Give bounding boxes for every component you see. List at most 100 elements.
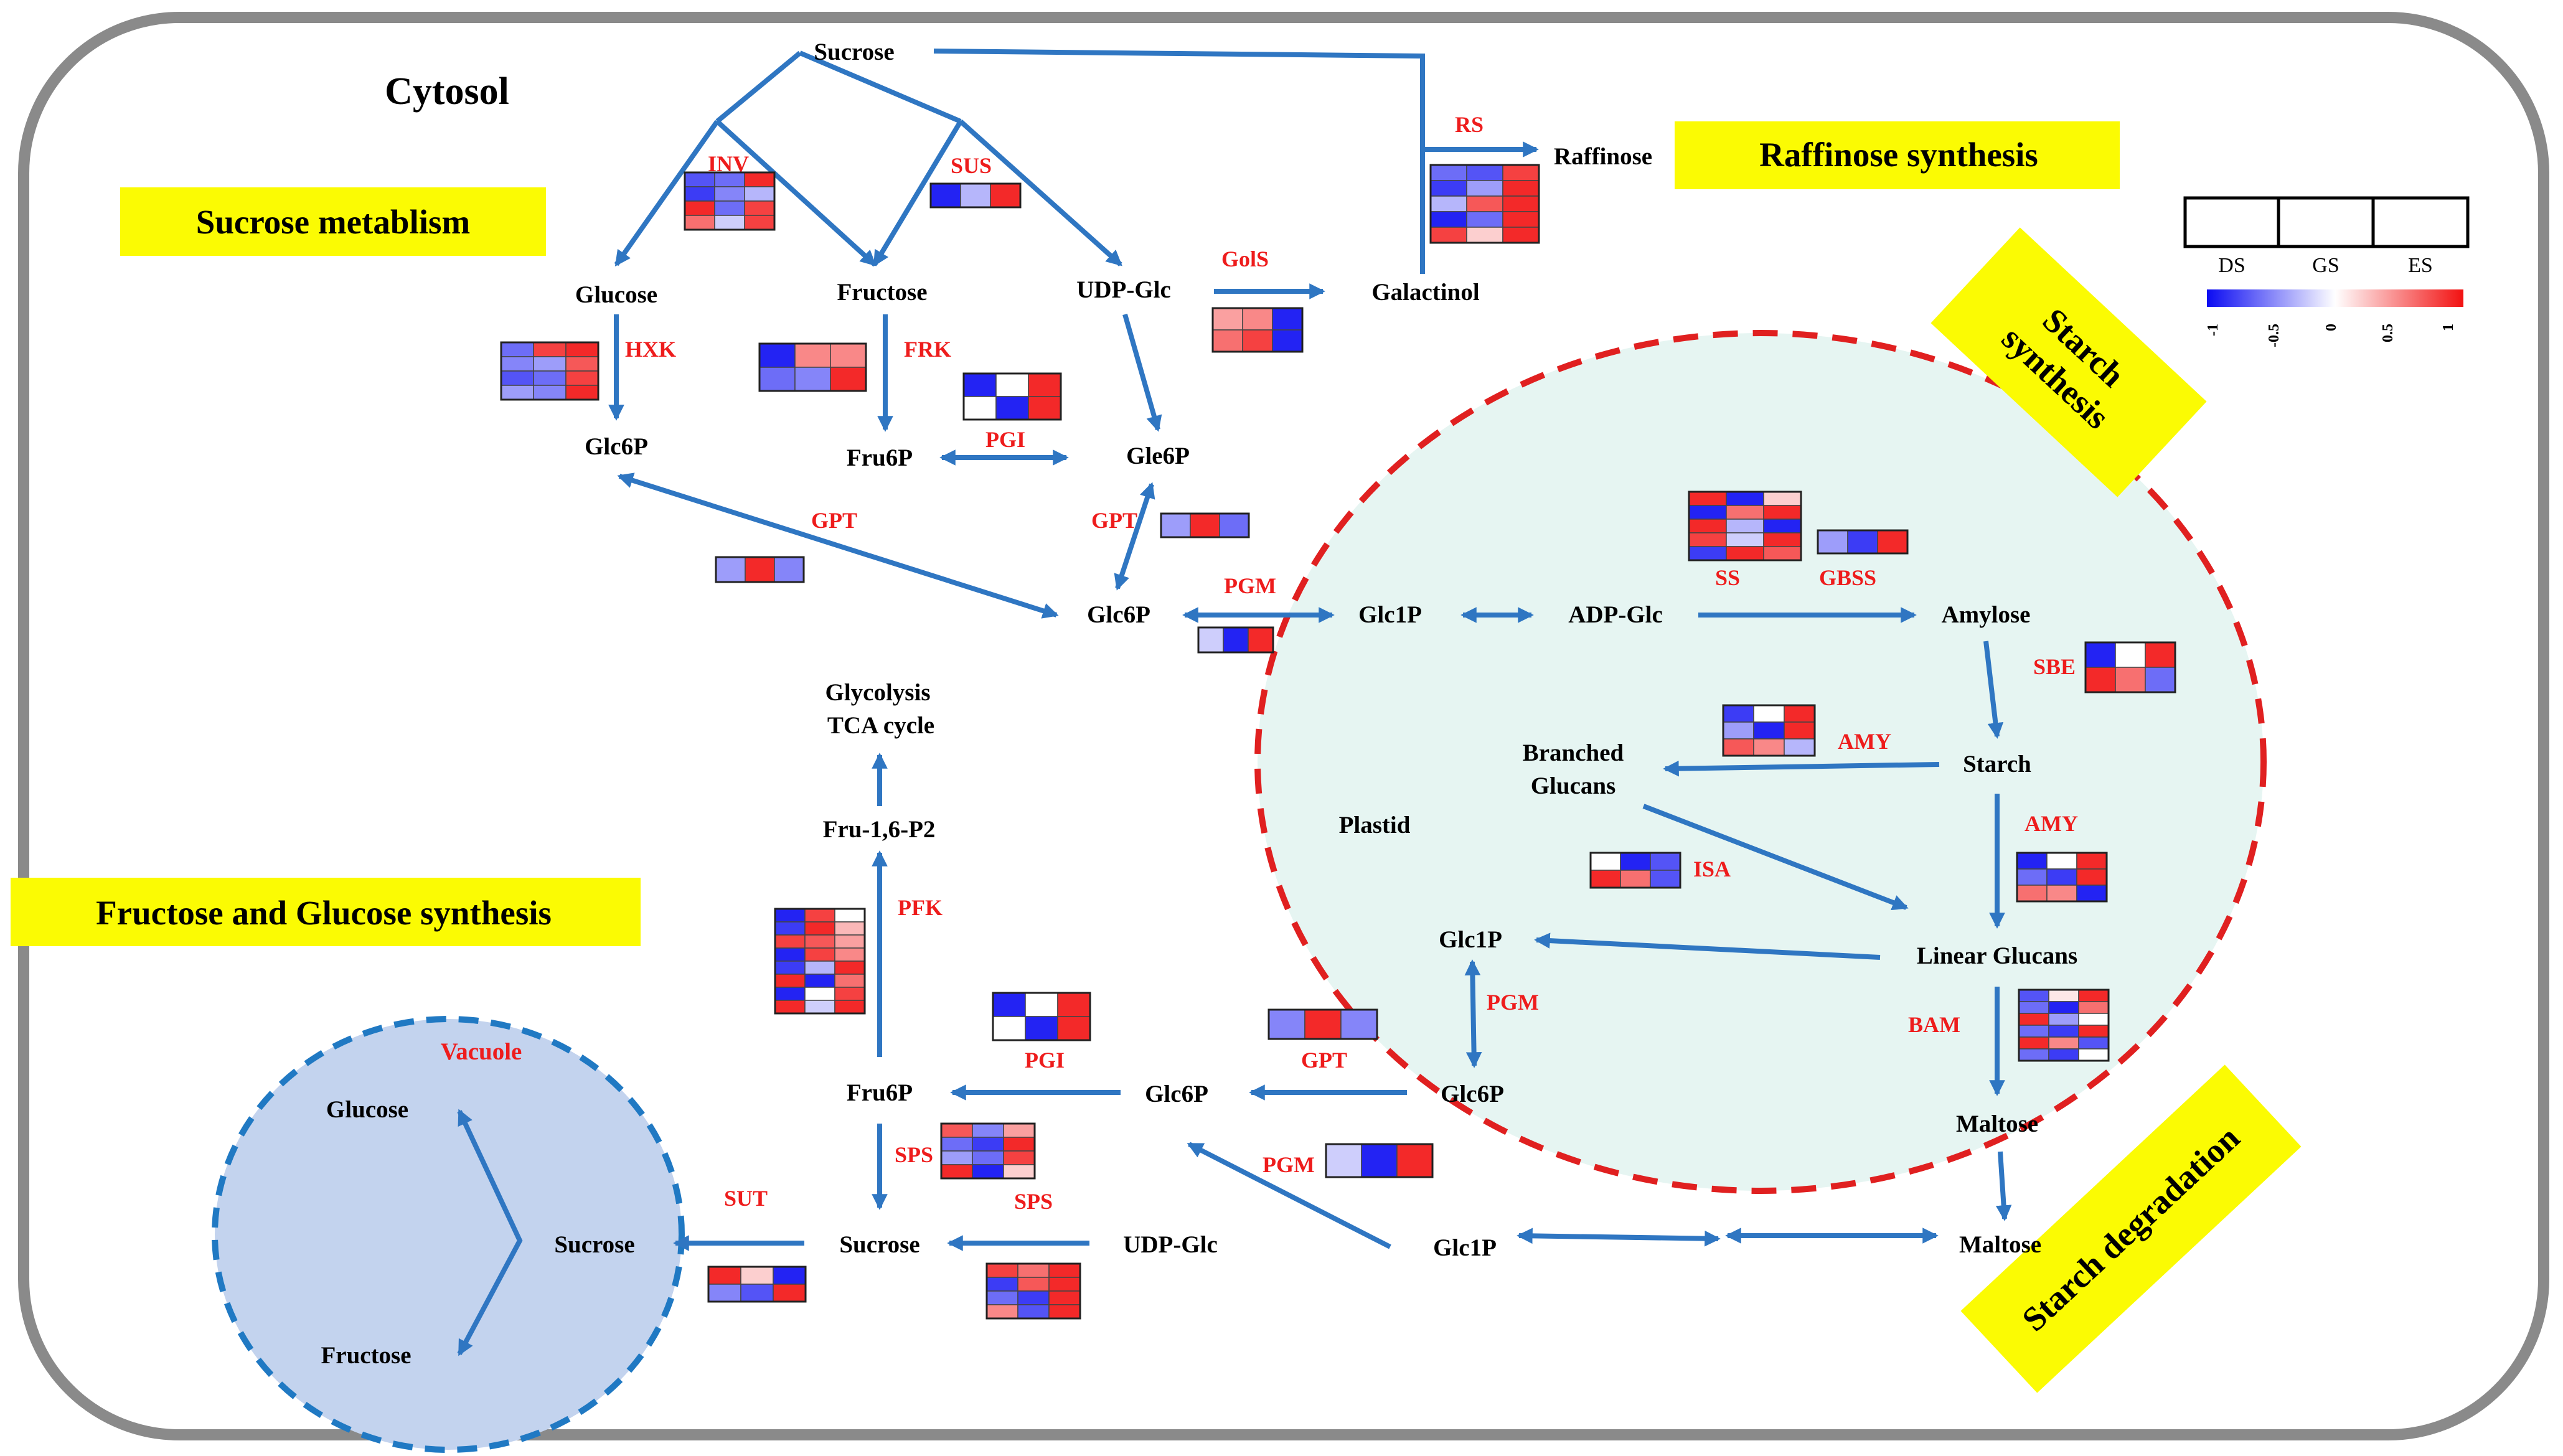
heatmap-cell (1304, 1009, 1342, 1040)
heatmap-frame (774, 908, 866, 1015)
heatmap-cell (501, 356, 534, 372)
heatmap-frame (2018, 989, 2110, 1062)
metabolite-glc1p-mid: Glc1P (1439, 926, 1502, 953)
heatmap-cell (804, 960, 835, 975)
heatmap-frame (684, 171, 776, 231)
heatmap-frame (500, 341, 600, 401)
heatmap-cell (2076, 885, 2107, 902)
heatmap-cell (2048, 1036, 2079, 1050)
heatmap-pgm-center (1197, 626, 1274, 654)
heatmap-cell (1325, 1144, 1362, 1178)
heatmap-cell (1688, 491, 1727, 506)
fructose-glucose-title: Fructose and Glucose synthesis (96, 894, 552, 932)
heatmap-cell (759, 367, 796, 392)
heatmap-cell (972, 1123, 1004, 1138)
heatmap-cell (714, 200, 745, 216)
heatmap-amy-b (2016, 852, 2108, 903)
heatmap-isa (1589, 852, 1681, 889)
heatmap-cell (804, 921, 835, 936)
legend-tick-1: 1 (2440, 324, 2457, 331)
enzyme-frk: FRK (904, 337, 951, 362)
heatmap-cell (2018, 1048, 2049, 1061)
legend-label-gs: GS (2312, 254, 2339, 277)
heatmap-gpt-left (715, 556, 805, 583)
heatmap-cell (1223, 627, 1249, 653)
heatmap-cell (2018, 1025, 2049, 1038)
heatmap-cell (759, 343, 796, 368)
heatmap-cell (774, 960, 806, 975)
heatmap-cell (1190, 513, 1220, 538)
heatmap-cell (1650, 870, 1681, 888)
heatmap-cell (804, 934, 835, 949)
heatmap-cell (1017, 1290, 1050, 1305)
heatmap-frame (1817, 529, 1909, 555)
heatmap-frame (1160, 512, 1250, 538)
metabolite-adpglc: ADP-Glc (1568, 601, 1663, 628)
legend-box-gs (2277, 196, 2375, 248)
heatmap-cell (2076, 852, 2107, 870)
heatmap-frame (2016, 852, 2108, 903)
heatmap-cell (714, 215, 745, 230)
metabolite-tca-cycle: TCA cycle (827, 712, 934, 739)
heatmap-cell (1017, 1304, 1050, 1319)
metabolite-glycolysis: Glycolysis (825, 679, 930, 706)
heatmap-cell (1430, 211, 1467, 228)
starch-degradation-box (1960, 1064, 2302, 1393)
heatmap-cell (2016, 885, 2048, 902)
heatmap-cell (2145, 667, 2176, 693)
metabolite-linear-glucans: Linear Glucans (1917, 942, 2077, 969)
heatmap-cell (1723, 738, 1754, 756)
heatmap-cell (834, 908, 865, 923)
heatmap-cell (501, 342, 534, 357)
heatmap-sus (929, 182, 1022, 209)
pathway-arrows (457, 49, 2012, 1356)
metabolite-maltose-cytosol: Maltose (1959, 1231, 2041, 1258)
heatmap-cell (1502, 195, 1540, 212)
metabolite-fru6p-top: Fru6P (847, 444, 913, 471)
heatmap-cell (744, 215, 775, 230)
cell-frame (18, 12, 2549, 1440)
metabolite-udpglc-bottom: UDP-Glc (1123, 1231, 1218, 1258)
heatmap-cell (1726, 505, 1764, 520)
heatmap-cell (1726, 519, 1764, 533)
heatmap-cell (1763, 532, 1802, 547)
heatmap-frame (1211, 307, 1304, 353)
plastid-compartment (1254, 330, 2267, 1194)
heatmap-cell (744, 186, 775, 202)
metabolite-sucrose-top: Sucrose (814, 39, 894, 65)
heatmap-cell (963, 396, 997, 420)
metabolite-gle6p: Gle6P (1126, 443, 1190, 469)
heatmap-frame (715, 556, 805, 583)
heatmap-cell (941, 1164, 973, 1179)
enzyme-pfk: PFK (898, 895, 943, 920)
heatmap-cell (1017, 1263, 1050, 1278)
heatmap-cell (1502, 211, 1540, 228)
enzyme-gpt-left: GPT (811, 508, 857, 533)
heatmap-gpt-bottom (1267, 1008, 1378, 1040)
heatmap-cell (2048, 989, 2079, 1002)
heatmap-cell (1688, 505, 1727, 520)
heatmap-cell (834, 974, 865, 988)
enzyme-sus: SUS (951, 153, 992, 178)
heatmap-frame (758, 342, 867, 392)
heatmap-cell (2078, 1048, 2109, 1061)
heatmap-cell (804, 908, 835, 923)
heatmap-cell (1025, 992, 1058, 1017)
heatmap-cell (2078, 1025, 2109, 1038)
heatmap-cell (1003, 1164, 1035, 1179)
legend-box-ds (2183, 196, 2280, 248)
heatmap-cell (1847, 530, 1878, 554)
enzyme-labels: INV SUS RS GolS HXK FRK PGI GPT GPT PGM … (625, 112, 2078, 1214)
heatmap-hxk (500, 341, 600, 401)
heatmap-cell (714, 172, 745, 187)
heatmap-cell (1003, 1123, 1035, 1138)
heatmap-cell (1726, 491, 1764, 506)
heatmap-cell (804, 947, 835, 962)
heatmap-cell (1688, 532, 1727, 547)
heatmap-cell (565, 385, 599, 400)
heatmap-frame (1589, 852, 1681, 889)
metabolite-glc6p-center: Glc6P (1087, 601, 1150, 628)
vacuole-label: Vacuole (441, 1038, 522, 1065)
heatmap-cell (2048, 1048, 2079, 1061)
heatmap-cell (1590, 870, 1621, 888)
